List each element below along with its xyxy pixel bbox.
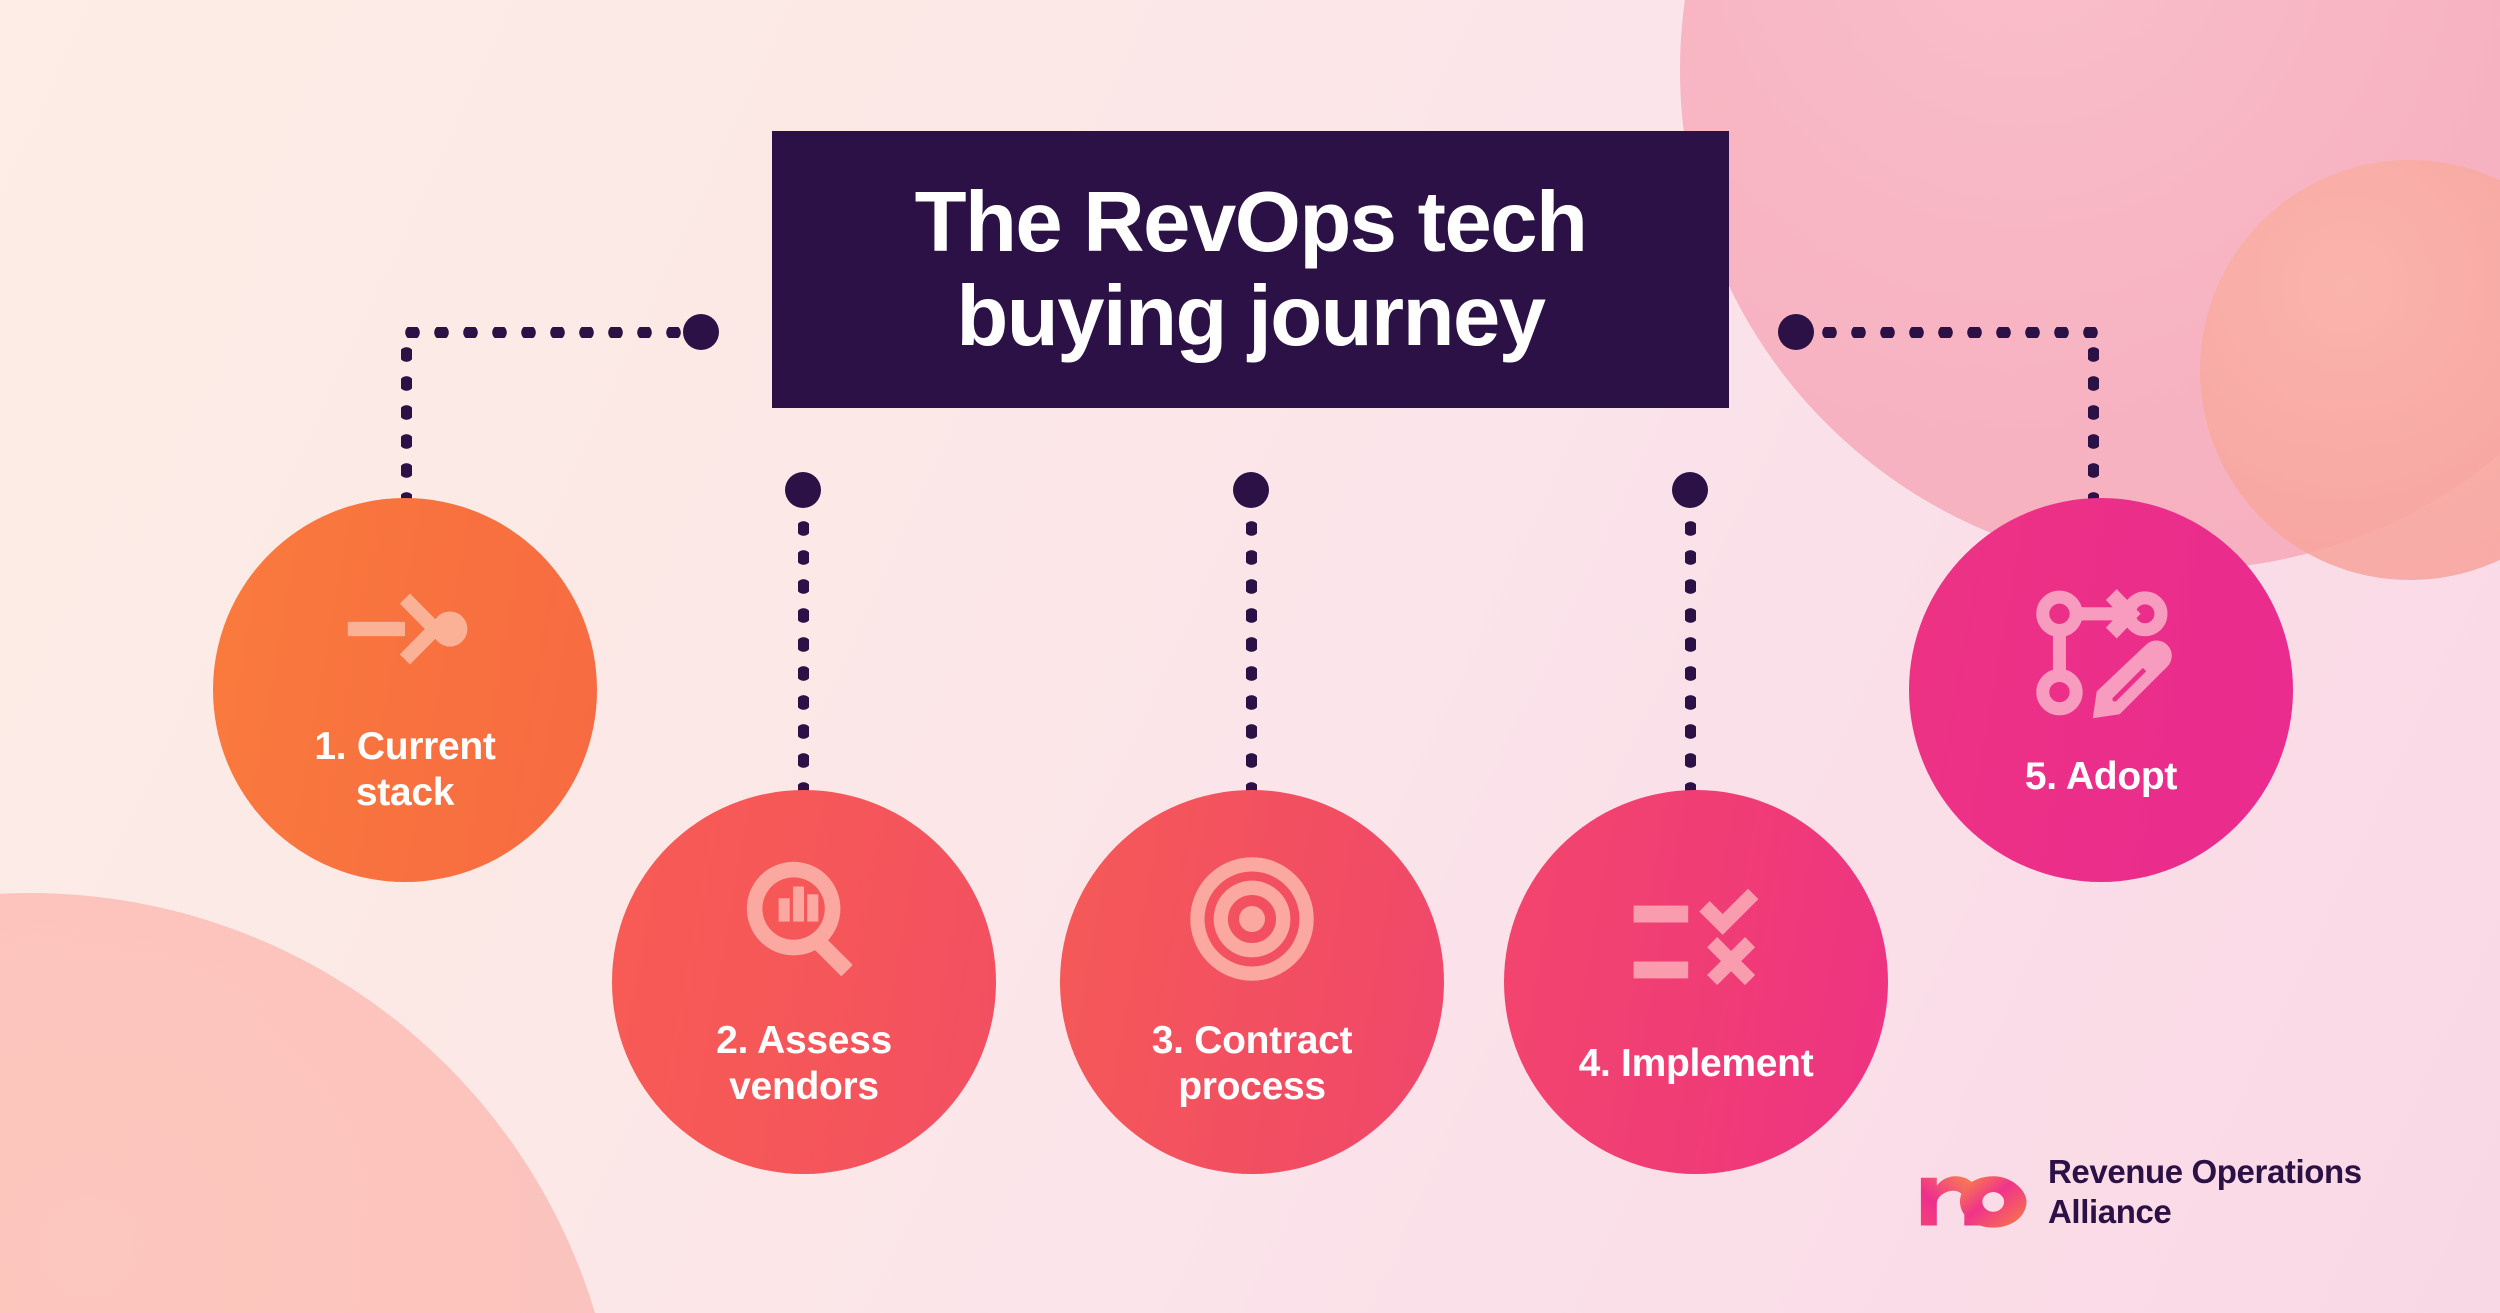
step-label: 3. Contract process xyxy=(1151,1018,1353,1108)
workflow-pencil-icon xyxy=(2029,579,2174,724)
connector-line-vertical-step-5 xyxy=(2087,340,2099,515)
step-circle-contract-process[interactable]: 3. Contract process xyxy=(1060,790,1444,1174)
connector-node-dot-step-2 xyxy=(785,472,821,508)
connector-node-dot-step-1 xyxy=(683,314,719,350)
step-circle-adopt[interactable]: 5. Adopt xyxy=(1909,498,2293,882)
checklist-check-cross-icon xyxy=(1631,877,1761,1007)
connector-line-horizontal-step-1 xyxy=(398,326,686,338)
connector-line-vertical-step-1 xyxy=(400,340,412,515)
step-label: 4. Implement xyxy=(1578,1041,1814,1085)
title-banner: The RevOps tech buying journey xyxy=(772,131,1729,408)
connector-node-dot-step-5 xyxy=(1778,314,1814,350)
step-circle-assess-vendors[interactable]: 2. Assess vendors xyxy=(612,790,996,1174)
decorative-blob-bottom-left xyxy=(0,893,620,1313)
target-bullseye-icon xyxy=(1187,854,1317,984)
connector-node-dot-step-3 xyxy=(1233,472,1269,508)
connector-line-vertical-step-4 xyxy=(1684,514,1696,804)
step-label: 1. Current stack xyxy=(314,724,496,814)
arrow-to-node-icon xyxy=(340,564,470,694)
step-circle-current-stack[interactable]: 1. Current stack xyxy=(213,498,597,882)
connector-line-vertical-step-3 xyxy=(1245,514,1257,804)
step-label: 5. Adopt xyxy=(2024,755,2178,799)
ro-monogram-icon xyxy=(1918,1156,2028,1228)
page-title: The RevOps tech buying journey xyxy=(914,175,1588,364)
connector-node-dot-step-4 xyxy=(1672,472,1708,508)
magnifier-bar-chart-icon xyxy=(739,854,869,984)
step-circle-implement[interactable]: 4. Implement xyxy=(1504,790,1888,1174)
step-label: 2. Assess vendors xyxy=(716,1018,892,1108)
connector-line-vertical-step-2 xyxy=(797,514,809,804)
decorative-blob-top-right-small xyxy=(2200,160,2500,580)
brand-logo: Revenue Operations Alliance xyxy=(1918,1152,2362,1233)
brand-name: Revenue Operations Alliance xyxy=(2048,1153,2362,1231)
connector-line-horizontal-step-5 xyxy=(1815,326,2101,338)
